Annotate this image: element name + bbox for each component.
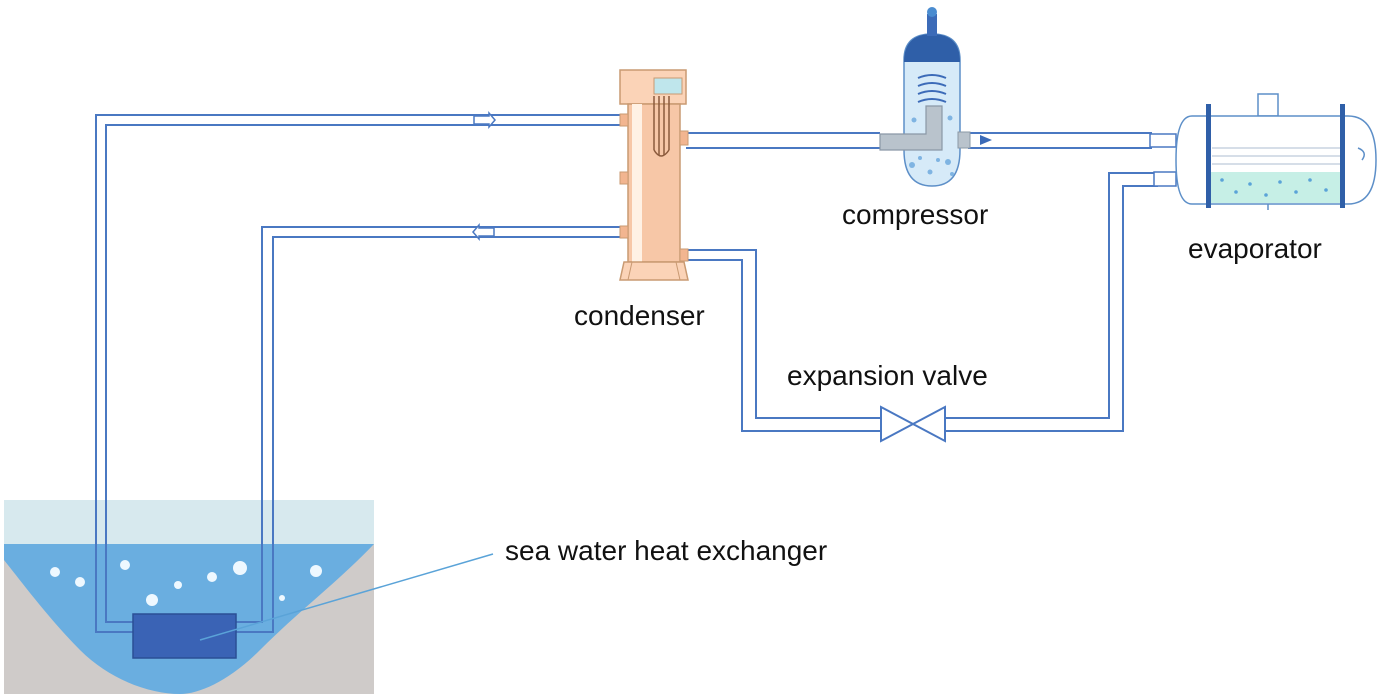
flow-arrow-left-icon <box>472 222 495 242</box>
compressor-bubbles <box>909 115 954 176</box>
compressor-inlet-arrow-icon <box>980 135 992 145</box>
sea-water-heat-exchanger-label: sea water heat exchanger <box>505 535 828 566</box>
bubbles <box>50 560 322 606</box>
water-pipes <box>95 110 622 633</box>
evaporator-label: evaporator <box>1188 233 1322 264</box>
refrigerant-pipes <box>686 132 1177 432</box>
water-surface-band <box>4 500 374 544</box>
flow-arrow-right-icon <box>473 110 496 130</box>
compressor-valve-icon <box>927 7 937 17</box>
sea-basin <box>4 500 374 694</box>
heat-exchanger-leader-line <box>199 553 494 641</box>
evaporator <box>1175 93 1377 210</box>
expansion-valve <box>880 405 946 443</box>
condenser <box>619 69 689 281</box>
evaporator-bubbles <box>1220 178 1328 197</box>
condenser-label: condenser <box>574 300 705 331</box>
expansion-valve-label: expansion valve <box>787 360 988 391</box>
compressor <box>879 7 992 187</box>
sea-water-heat-exchanger <box>132 553 494 659</box>
compressor-label: compressor <box>842 199 989 230</box>
